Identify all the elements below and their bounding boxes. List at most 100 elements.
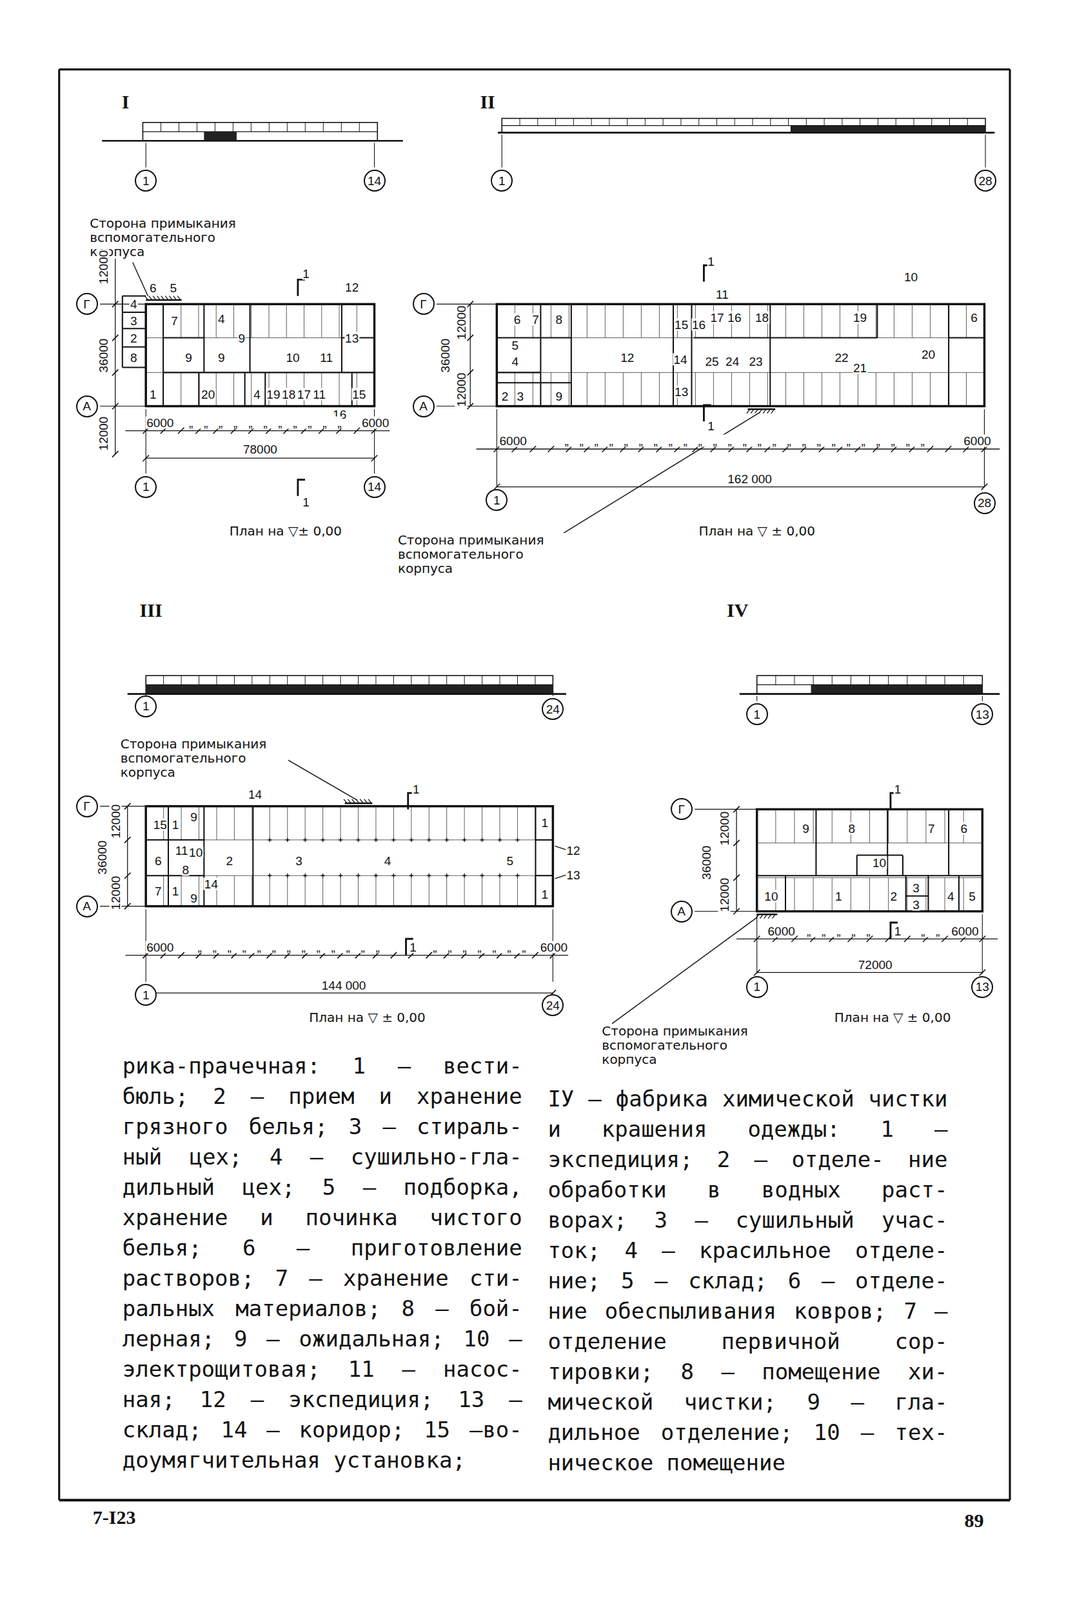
dimension: 36000 bbox=[96, 337, 109, 373]
outer-wall bbox=[757, 808, 983, 911]
elevation-line bbox=[824, 118, 825, 126]
dimension-line bbox=[476, 448, 1000, 449]
room-number: 1 bbox=[893, 782, 903, 795]
room-number: 17 bbox=[296, 387, 312, 400]
note: Сторона примыкания вспомогательного корп… bbox=[120, 736, 289, 780]
elevation-line bbox=[716, 118, 718, 126]
bay-line bbox=[767, 372, 769, 406]
room-number: 6 bbox=[960, 822, 969, 835]
elevation-line bbox=[949, 118, 950, 126]
room-number: 5 bbox=[506, 853, 515, 867]
room-number: 20 bbox=[200, 387, 216, 400]
dimension-line bbox=[496, 486, 985, 487]
dimension: 6000 bbox=[361, 415, 390, 429]
bay-line bbox=[929, 303, 931, 338]
bay-line bbox=[339, 303, 340, 338]
room-number: 9 bbox=[189, 891, 198, 905]
bay-line bbox=[234, 875, 235, 906]
dimension: 6000 bbox=[950, 924, 979, 937]
elevation-line bbox=[698, 118, 700, 126]
adjoining-hatch bbox=[767, 408, 771, 413]
bay-line bbox=[813, 808, 814, 843]
bay-line bbox=[268, 303, 269, 338]
bay-line bbox=[180, 372, 182, 406]
glazing-band bbox=[145, 684, 553, 694]
drawing-group bbox=[59, 69, 1010, 1501]
bay-line bbox=[944, 808, 946, 843]
room-number: 4 bbox=[946, 889, 956, 902]
elevation-line bbox=[662, 118, 664, 126]
bay-line bbox=[393, 875, 395, 906]
axis-label: А bbox=[82, 899, 91, 912]
column-cross bbox=[446, 873, 447, 878]
elevation-line bbox=[608, 118, 610, 126]
elevation-line bbox=[142, 130, 378, 132]
bay-line bbox=[340, 875, 342, 906]
bay-line bbox=[793, 877, 795, 911]
room-number: 16 bbox=[691, 318, 707, 331]
room-number: 8 bbox=[129, 350, 139, 364]
interior-wall bbox=[784, 875, 787, 911]
bay-line bbox=[641, 372, 642, 406]
section-mark bbox=[297, 279, 306, 296]
bay-line bbox=[831, 877, 833, 911]
room-number: 7 bbox=[531, 313, 540, 326]
outer-wall bbox=[145, 806, 553, 907]
elevation-line bbox=[913, 118, 914, 126]
interior-wall bbox=[122, 311, 146, 313]
adjoining-hatch bbox=[177, 296, 181, 300]
elevation-line bbox=[626, 118, 628, 126]
plan-caption: План на ▽ ± 0,00 bbox=[308, 1010, 427, 1024]
room-number: 13 bbox=[673, 385, 689, 398]
room-number: 5 bbox=[967, 889, 977, 902]
bay-line bbox=[888, 808, 889, 843]
bay-line bbox=[821, 372, 823, 406]
axis-line bbox=[145, 142, 147, 168]
bay-line bbox=[499, 806, 501, 840]
bay-line bbox=[321, 303, 322, 338]
ditto-marks: „ „ „ „ „ „ „ „ „ „ „ bbox=[188, 415, 342, 429]
elevation-line bbox=[895, 118, 897, 126]
bay-line bbox=[197, 372, 199, 406]
axis-line bbox=[982, 913, 983, 974]
axis-label: Г bbox=[83, 799, 90, 812]
room-number: 1 bbox=[706, 419, 716, 432]
bay-line bbox=[234, 806, 235, 840]
adjoining-hatch bbox=[352, 799, 356, 803]
axis-line bbox=[756, 695, 758, 701]
column-cross bbox=[286, 837, 288, 842]
axis-label: 14 bbox=[367, 480, 382, 493]
axis-bubble: 13 bbox=[971, 975, 994, 998]
dimension: 6000 bbox=[539, 940, 569, 953]
room-number: 9 bbox=[184, 350, 193, 364]
room-number: 1 bbox=[412, 782, 421, 795]
elevation-line bbox=[410, 675, 412, 685]
elevation-line bbox=[428, 675, 430, 685]
room-number: 21 bbox=[852, 361, 868, 374]
plan-caption: План на ▽± 0,00 bbox=[228, 524, 343, 538]
axis-bubble: 14 bbox=[363, 169, 386, 192]
bay-line bbox=[446, 875, 447, 906]
interior-wall bbox=[121, 296, 124, 368]
room-number: 1 bbox=[706, 254, 716, 267]
dimension-tick bbox=[390, 951, 397, 958]
column-cross bbox=[339, 837, 341, 842]
axis-line bbox=[552, 693, 554, 696]
room-number: 6 bbox=[154, 853, 163, 867]
elevation-line bbox=[216, 675, 217, 685]
room-number: 8 bbox=[848, 822, 857, 835]
interior-wall bbox=[496, 337, 571, 339]
bay-line bbox=[216, 303, 217, 338]
elevation-line bbox=[573, 118, 574, 126]
dimension-line bbox=[735, 808, 737, 911]
interior-wall bbox=[876, 303, 878, 338]
column-cross bbox=[322, 873, 324, 878]
bay-line bbox=[550, 372, 552, 406]
bay-line bbox=[322, 875, 324, 906]
interior-wall bbox=[886, 808, 889, 876]
dimension: 144 000 bbox=[321, 978, 367, 991]
ground-line bbox=[497, 131, 995, 134]
axis-label: 13 bbox=[975, 980, 990, 993]
axis-line bbox=[496, 408, 498, 487]
bay-line bbox=[250, 372, 252, 406]
